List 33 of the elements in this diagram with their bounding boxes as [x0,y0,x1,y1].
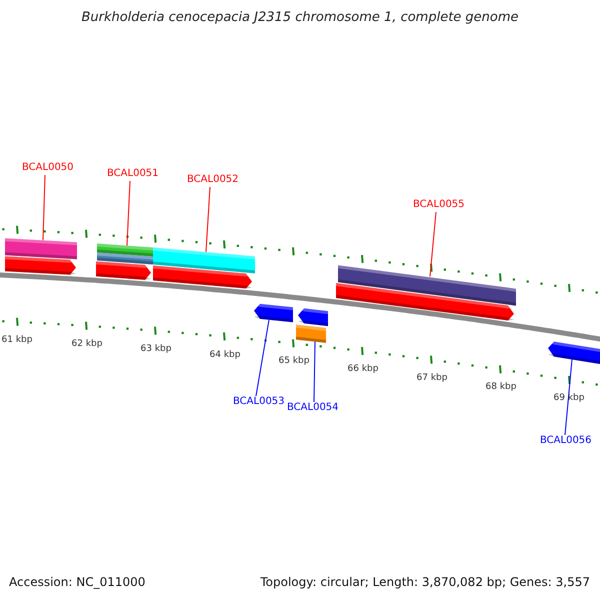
coding-region [548,342,600,364]
scale-label: 67 kbp [416,374,448,383]
leader-line [314,341,316,402]
scale-label: 61 kbp [2,336,32,345]
scale-label: 69 kbp [554,394,584,403]
gene-label: BCAL0050 [22,163,74,173]
gene-label: BCAL0052 [187,175,239,185]
leader-line [564,358,572,436]
gene-label: BCAL0056 [540,436,592,446]
scale-label: 62 kbp [72,340,102,349]
gene-bar [296,324,326,343]
scale-label: 63 kbp [140,344,172,354]
leader-line [126,180,130,246]
gene-label: BCAL0054 [287,403,339,413]
scale-label: 65 kbp [278,357,310,366]
title: Burkholderia cenocepacia J2315 chromosome 1, complete genome [80,11,520,24]
scale-label: 68 kbp [486,383,516,392]
gene-bar [97,244,153,264]
scale-label: 64 kbp [210,350,240,360]
gene-label: BCAL0055 [413,200,465,210]
leader-line [256,319,270,396]
gene-label: BCAL0053 [233,397,285,407]
coding-region [254,304,293,322]
gene-bar [153,248,255,274]
leader-line [42,174,46,241]
gene-bar [5,238,77,260]
gene-label: BCAL0051 [107,169,159,179]
accession-text: Accession: NC_011000 [9,576,146,588]
gene-bar [338,265,516,306]
scale-label: 66 kbp [348,365,378,374]
genome-info-text: Topology: circular; Length: 3,870,082 bp; Genes: 3,557 [260,576,590,588]
leader-line [430,212,436,278]
leader-line [206,186,210,252]
